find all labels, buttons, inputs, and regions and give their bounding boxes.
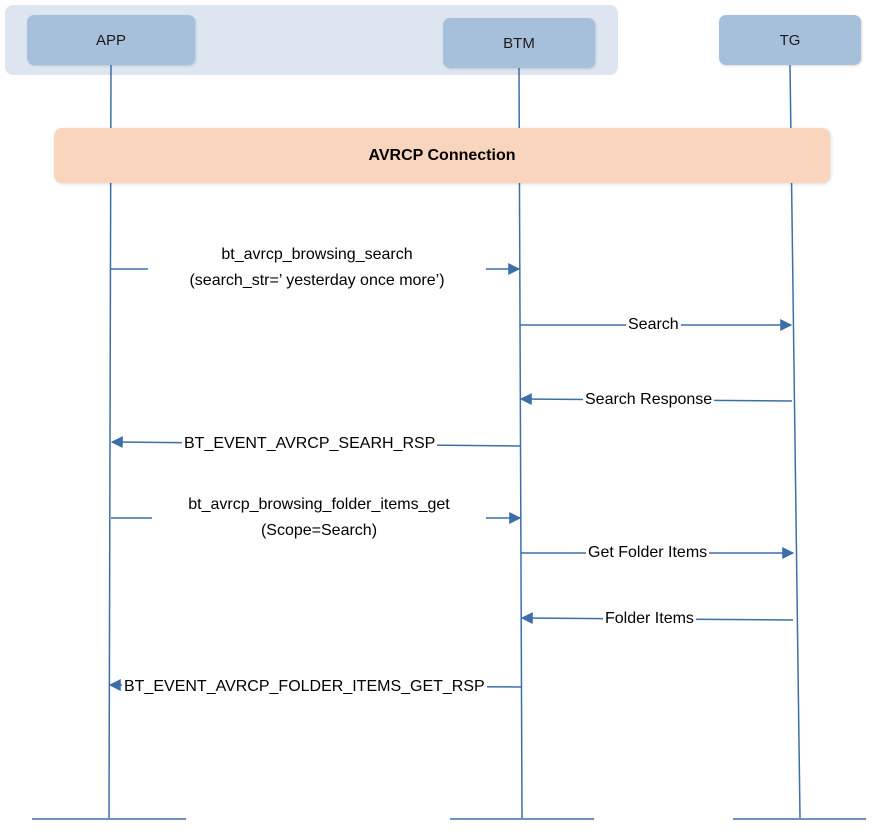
msg-folder-items-get-line1: bt_avrcp_browsing_folder_items_get xyxy=(188,496,450,513)
banner-label: AVRCP Connection xyxy=(368,146,516,164)
msg-browsing-search-line2: (search_str=’ yesterday once more’) xyxy=(189,272,445,289)
msg-search-response-text: Search Response xyxy=(585,391,713,408)
participant-tg-label: TG xyxy=(779,31,801,49)
msg-folder-items-get-rsp-label: BT_EVENT_AVRCP_FOLDER_ITEMS_GET_RSP xyxy=(122,674,487,700)
participant-tg: TG xyxy=(719,15,861,65)
msg-folder-items-text: Folder Items xyxy=(605,610,694,627)
msg-folder-items-label: Folder Items xyxy=(603,606,696,632)
lifeline-tg xyxy=(789,64,801,819)
msg-folder-items-get-rsp-text: BT_EVENT_AVRCP_FOLDER_ITEMS_GET_RSP xyxy=(124,678,485,695)
lifeline-app xyxy=(108,64,112,819)
participant-btm-label: BTM xyxy=(503,34,535,52)
msg-searh-rsp-label: BT_EVENT_AVRCP_SEARH_RSP xyxy=(182,431,438,457)
msg-get-folder-items-label: Get Folder Items xyxy=(586,540,710,566)
participant-app: APP xyxy=(27,15,195,65)
msg-browsing-search-line1: bt_avrcp_browsing_search xyxy=(221,246,413,263)
avrcp-connection-banner: AVRCP Connection xyxy=(54,128,830,183)
msg-searh-rsp-text: BT_EVENT_AVRCP_SEARH_RSP xyxy=(184,435,436,452)
msg-folder-items-get-label: bt_avrcp_browsing_folder_items_get (Scop… xyxy=(152,492,486,544)
msg-folder-items-get-line2: (Scope=Search) xyxy=(260,522,378,539)
msg-search-response-label: Search Response xyxy=(583,387,715,413)
lifeline-btm xyxy=(518,67,523,819)
participant-app-label: APP xyxy=(95,31,126,49)
msg-search-text: Search xyxy=(628,316,679,333)
msg-browsing-search-label: bt_avrcp_browsing_search (search_str=’ y… xyxy=(148,242,486,294)
msg-get-folder-items-text: Get Folder Items xyxy=(588,544,708,561)
participant-btm: BTM xyxy=(443,18,595,68)
msg-search-label: Search xyxy=(626,312,681,338)
